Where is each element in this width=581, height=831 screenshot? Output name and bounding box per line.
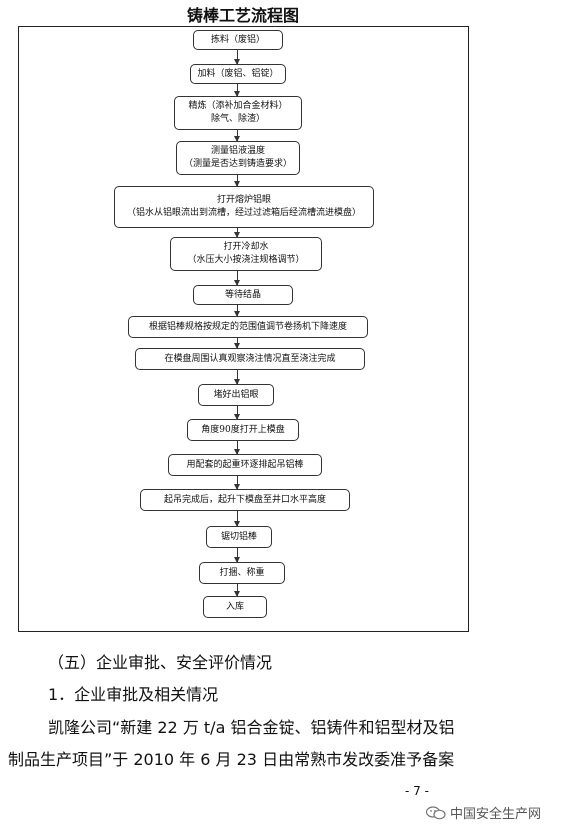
flow-arrow bbox=[234, 271, 240, 286]
flow-step: 锯切铝棒 bbox=[206, 526, 272, 548]
flow-step: 精炼（添补加合金材料） 除气、除渣） bbox=[174, 96, 302, 130]
flow-arrow bbox=[234, 441, 240, 455]
flow-step: 测量铝液温度 （测量是否达到铸造要求） bbox=[176, 141, 300, 175]
flow-step-line: 打开熔炉铝眼 bbox=[216, 195, 271, 205]
flow-step-line: 入库 bbox=[225, 601, 244, 612]
flow-arrow bbox=[234, 338, 240, 349]
flow-step-line: 拣料（废铝） bbox=[210, 34, 265, 45]
flow-step-line: 等待结晶 bbox=[224, 289, 261, 300]
flow-arrow bbox=[234, 84, 240, 97]
flow-arrow bbox=[234, 476, 240, 490]
flow-step: 打开熔炉铝眼 （铝水从铝眼流出到流槽，经过过滤箱后经流槽流进模盘） bbox=[114, 186, 374, 228]
page-number: - 7 - bbox=[405, 784, 429, 798]
subheading: 1．企业审批及相关情况 bbox=[48, 685, 219, 704]
section-heading: （五）企业审批、安全评价情况 bbox=[48, 653, 273, 672]
flow-step: 堵好出铝眼 bbox=[198, 384, 274, 406]
flow-step-line: （铝水从铝眼流出到流槽，经过过滤箱后经流槽流进模盘） bbox=[126, 208, 361, 218]
flow-arrow bbox=[234, 406, 240, 420]
flow-arrow bbox=[234, 228, 240, 238]
flow-step-line: 起吊完成后，起升下模盘至井口水平高度 bbox=[163, 494, 326, 505]
flow-step-line: 角度90度打开上模盘 bbox=[201, 424, 285, 435]
flow-step: 打开冷却水 （水压大小按浇注规格调节） bbox=[170, 237, 322, 271]
flow-step-line: 用配套的起重环逐排起吊铝棒 bbox=[186, 459, 304, 470]
flow-step-line: 在模盘周围认真观察浇注情况直至浇注完成 bbox=[164, 353, 336, 364]
body-line-1: 凯隆公司“新建 22 万 t/a 铝合金锭、铝铸件和铝型材及铝 bbox=[48, 718, 455, 737]
flow-step: 入库 bbox=[203, 596, 267, 618]
flowchart-title: 铸棒工艺流程图 bbox=[186, 6, 299, 25]
flow-step: 拣料（废铝） bbox=[193, 30, 283, 50]
body-line-2: 制品生产项目”于 2010 年 6 月 23 日由常熟市发改委准予备案 bbox=[8, 750, 455, 769]
watermark: 中国安全生产网 bbox=[426, 803, 541, 822]
flow-arrow bbox=[234, 548, 240, 563]
flow-step-line: 锯切铝棒 bbox=[220, 531, 257, 542]
flow-arrow bbox=[234, 175, 240, 187]
flow-arrow bbox=[234, 511, 240, 527]
flow-step: 起吊完成后，起升下模盘至井口水平高度 bbox=[140, 489, 350, 511]
flow-step: 用配套的起重环逐排起吊铝棒 bbox=[168, 454, 322, 476]
flowchart-frame bbox=[18, 26, 469, 632]
flow-step: 等待结晶 bbox=[193, 285, 293, 305]
flow-step-line: 打捆、称重 bbox=[219, 567, 265, 578]
flow-step-line: 堵好出铝眼 bbox=[213, 389, 259, 400]
flow-arrow bbox=[234, 305, 240, 317]
flow-step-line: 加料（废铝、铝锭） bbox=[197, 68, 279, 79]
flow-step-line: 除气、除渣） bbox=[210, 114, 265, 124]
flow-step: 打捆、称重 bbox=[199, 562, 285, 584]
wechat-icon bbox=[426, 805, 446, 820]
flow-step-line: （测量是否达到铸造要求） bbox=[183, 159, 292, 169]
flow-step-line: 测量铝液温度 bbox=[210, 146, 265, 156]
flow-arrow bbox=[234, 370, 240, 385]
flow-step: 角度90度打开上模盘 bbox=[187, 419, 299, 441]
flow-step-line: 精炼（添补加合金材料） bbox=[188, 101, 288, 111]
flow-step: 在模盘周围认真观察浇注情况直至浇注完成 bbox=[135, 348, 365, 370]
flow-arrow bbox=[234, 130, 240, 142]
flow-arrow bbox=[234, 50, 240, 65]
flow-arrow bbox=[234, 584, 240, 597]
flow-step-line: 根据铝棒规格按规定的范围值调节卷扬机下降速度 bbox=[148, 321, 347, 332]
flow-step-line: （水压大小按浇注规格调节） bbox=[187, 255, 305, 265]
flow-step: 根据铝棒规格按规定的范围值调节卷扬机下降速度 bbox=[128, 316, 368, 338]
watermark-text: 中国安全生产网 bbox=[450, 807, 542, 822]
flow-step-line: 打开冷却水 bbox=[223, 242, 269, 252]
flow-step: 加料（废铝、铝锭） bbox=[190, 64, 286, 84]
